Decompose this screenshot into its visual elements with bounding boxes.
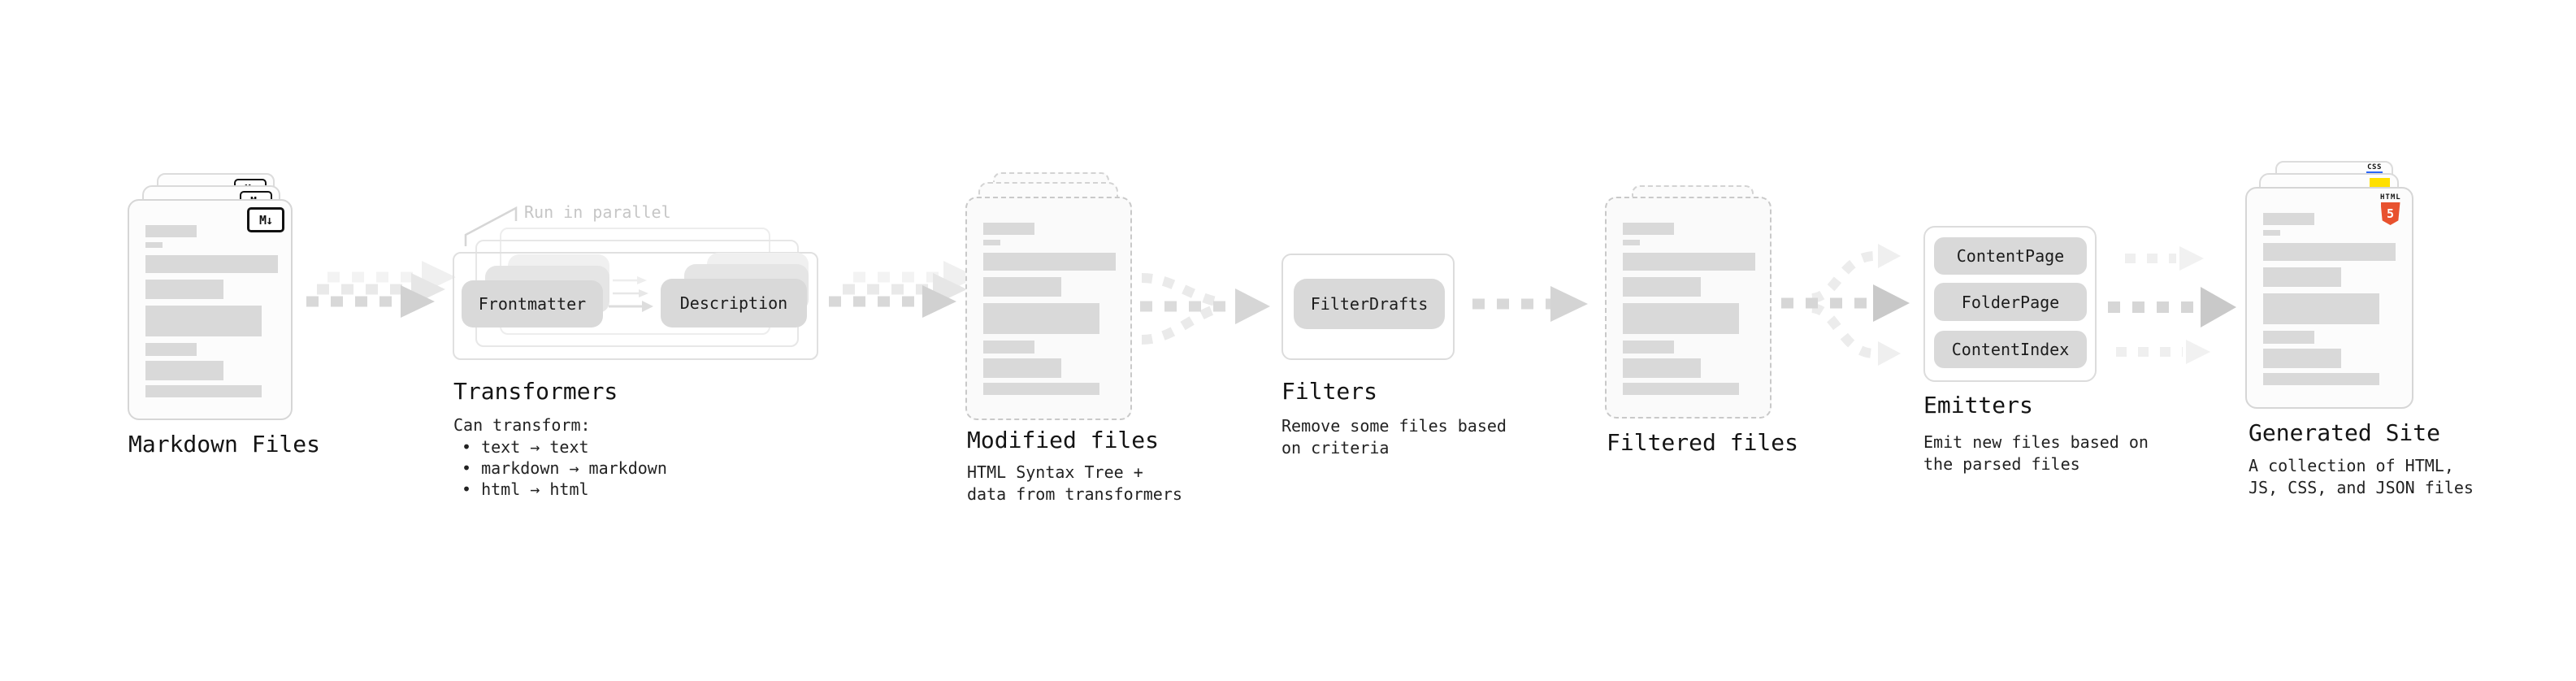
modified-files-desc-line1: HTML Syntax Tree + — [967, 462, 1143, 482]
emitters-title: Emitters — [1923, 392, 2033, 419]
filters-title: Filters — [1281, 378, 1378, 405]
arrow-filters-to-filtered — [1472, 286, 1588, 322]
emitter-chip-contentindex: ContentIndex — [1934, 331, 2087, 368]
transformer-run-box-front — [453, 252, 818, 360]
transformer-chip-description: Description — [661, 279, 807, 327]
list-item: • html → html — [462, 479, 589, 499]
list-item: • text → text — [462, 437, 589, 457]
filter-chip-filterdrafts: FilterDrafts — [1294, 279, 1445, 329]
emitter-chip-contentpage: ContentPage — [1934, 237, 2087, 275]
js-icon — [2370, 178, 2390, 187]
arrow-emitters-to-site — [2108, 246, 2236, 364]
site-doc-card-html: HTML 5 — [2245, 187, 2413, 409]
generated-site-desc-line1: A collection of HTML, — [2249, 456, 2454, 475]
markdown-doc-card-front: M↓ — [128, 199, 293, 420]
list-item: • markdown → markdown — [462, 458, 667, 478]
html5-icon: HTML 5 — [2380, 193, 2400, 225]
modified-files-title: Modified files — [967, 427, 1160, 453]
emitter-chip-folderpage: FolderPage — [1934, 283, 2087, 321]
transformers-title: Transformers — [453, 378, 618, 405]
filters-desc-line2: on criteria — [1281, 438, 1390, 458]
html5-icon-label: HTML — [2380, 193, 2401, 202]
run-in-parallel-annotation: Run in parallel — [524, 202, 671, 222]
generated-site-title: Generated Site — [2249, 419, 2441, 446]
generated-site-desc-line2: JS, CSS, and JSON files — [2249, 478, 2474, 497]
emitters-desc-line1: Emit new files based on — [1923, 432, 2149, 452]
filters-desc-line1: Remove some files based — [1281, 416, 1507, 436]
emitters-desc-line2: the parsed files — [1923, 454, 2080, 474]
filtered-doc-card-front — [1605, 197, 1772, 419]
arrow-modified-to-filters-merge — [1140, 273, 1270, 345]
arrow-markdown-to-transformers — [306, 261, 456, 318]
html5-icon-shield: 5 — [2380, 202, 2400, 225]
filtered-files-title: Filtered files — [1607, 429, 1799, 456]
modified-doc-card-front — [965, 197, 1132, 420]
annotation-leader-line — [464, 206, 518, 246]
transformer-chip-frontmatter: Frontmatter — [462, 280, 603, 327]
arrow-transformers-to-modified — [829, 261, 978, 318]
parallel-transform-arrows-icon — [609, 276, 653, 312]
markdown-files-title: Markdown Files — [128, 431, 321, 458]
arrow-filtered-to-emitters-fanout — [1781, 244, 1910, 366]
transformers-desc-heading: Can transform: — [453, 415, 591, 435]
markdown-icon: M↓ — [247, 207, 284, 232]
css-icon-label: CSS — [2367, 163, 2382, 171]
transformers-capabilities-list: • text → text • markdown → markdown • ht… — [462, 436, 667, 500]
modified-files-desc-line2: data from transformers — [967, 484, 1182, 504]
